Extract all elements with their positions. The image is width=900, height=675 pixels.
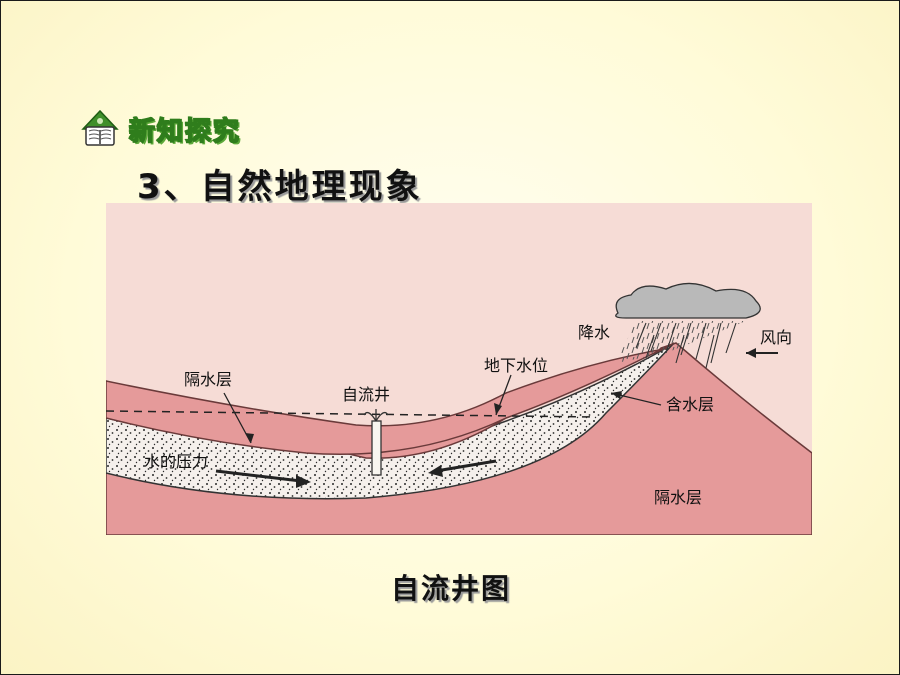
flow-arrowhead-right: [428, 465, 443, 477]
section-badge-label: 新知探究: [128, 116, 242, 148]
well-fountain: [363, 409, 389, 422]
open-book-icon: [81, 109, 119, 146]
label-artesian-well: 自流井: [342, 385, 390, 404]
groundwater-level-line: [106, 410, 597, 418]
rain-streaks: [616, 321, 746, 363]
artesian-well-diagram: 降水 风向 地下水位 隔水层 自流井 含水层 水的压力 隔水层: [106, 203, 812, 535]
label-aquiclude-bottom: 隔水层: [654, 488, 702, 507]
label-groundwater-level: 地下水位: [484, 356, 548, 375]
artesian-well-pipe: [371, 420, 382, 476]
label-wind: 风向: [760, 328, 792, 347]
rain-cloud: [615, 282, 761, 319]
section-badge: 新知探究: [79, 105, 269, 148]
flow-arrowhead-left: [296, 475, 311, 488]
rain-lines: [635, 322, 737, 369]
flow-arrow-left: [215, 469, 302, 483]
label-aquiclude-top: 隔水层: [184, 370, 232, 389]
label-aquifer: 含水层: [666, 395, 714, 414]
flow-arrow-right: [435, 459, 497, 473]
figure-caption: 自流井图: [390, 572, 511, 605]
label-rain: 降水: [578, 323, 610, 342]
label-water-pressure: 水的压力: [144, 452, 208, 471]
wind-arrowhead: [746, 348, 756, 358]
section-heading: 3、自然地理现象: [137, 167, 423, 207]
